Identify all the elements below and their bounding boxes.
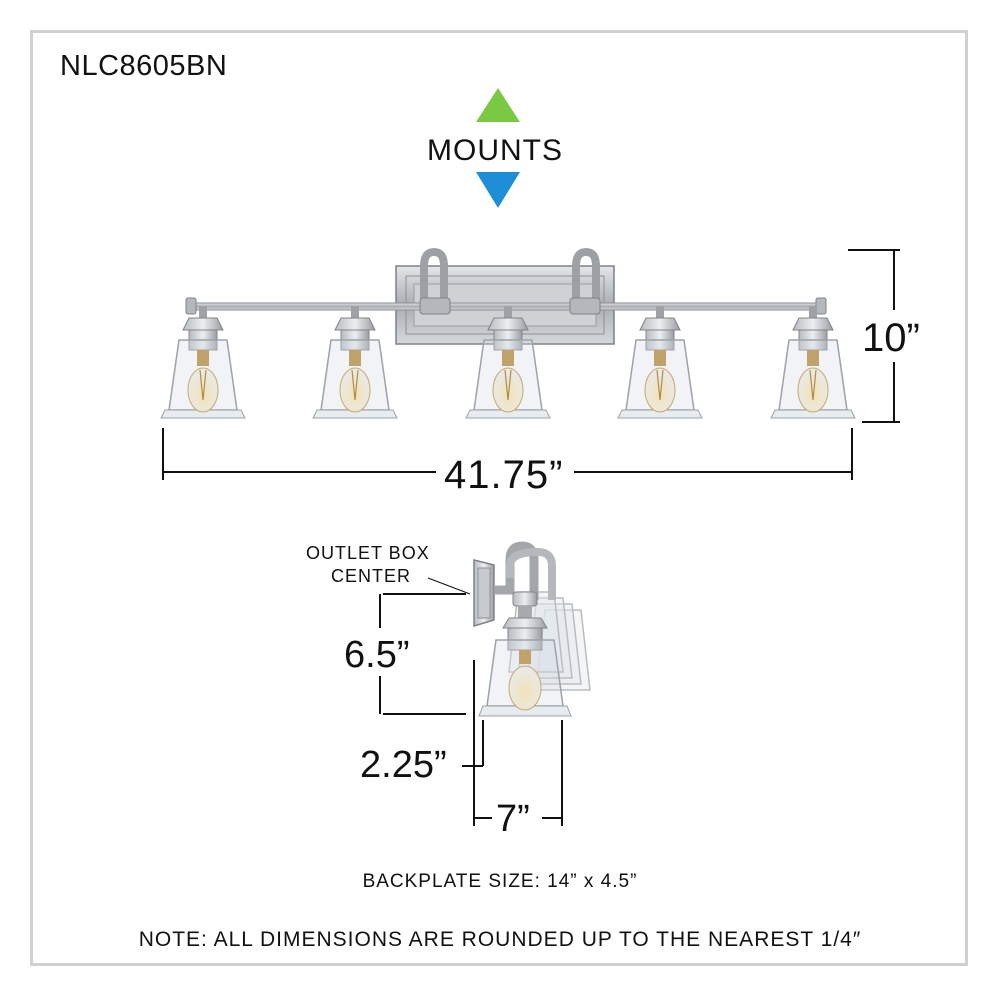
rounding-note: NOTE: ALL DIMENSIONS ARE ROUNDED UP TO T… (138, 928, 862, 951)
mounts-label: MOUNTS (427, 134, 563, 167)
side-view-fixture (473, 541, 591, 717)
outlet-box-label-line2: CENTER (331, 566, 412, 586)
model-number: NLC8605BN (60, 50, 228, 82)
triangle-down-icon (476, 172, 520, 208)
diagram-frame (30, 30, 968, 966)
outlet-height-dimension: 6.5” (344, 634, 410, 676)
backplate-offset-dimension: 2.25” (360, 744, 447, 786)
depth-dimension: 7” (496, 798, 530, 840)
side-dimension-lines (379, 593, 563, 826)
height-dimension: 10” (862, 316, 920, 360)
width-dimension: 41.75” (444, 453, 564, 497)
backplate-size-text: BACKPLATE SIZE: 14” x 4.5” (362, 871, 638, 892)
outlet-box-label-line1: OUTLET BOX (306, 543, 430, 563)
height-dimension-line (848, 249, 900, 423)
light-shade (160, 306, 246, 419)
triangle-up-icon (476, 88, 520, 122)
width-dimension-line (162, 428, 853, 480)
outlet-box-leader (427, 577, 471, 595)
